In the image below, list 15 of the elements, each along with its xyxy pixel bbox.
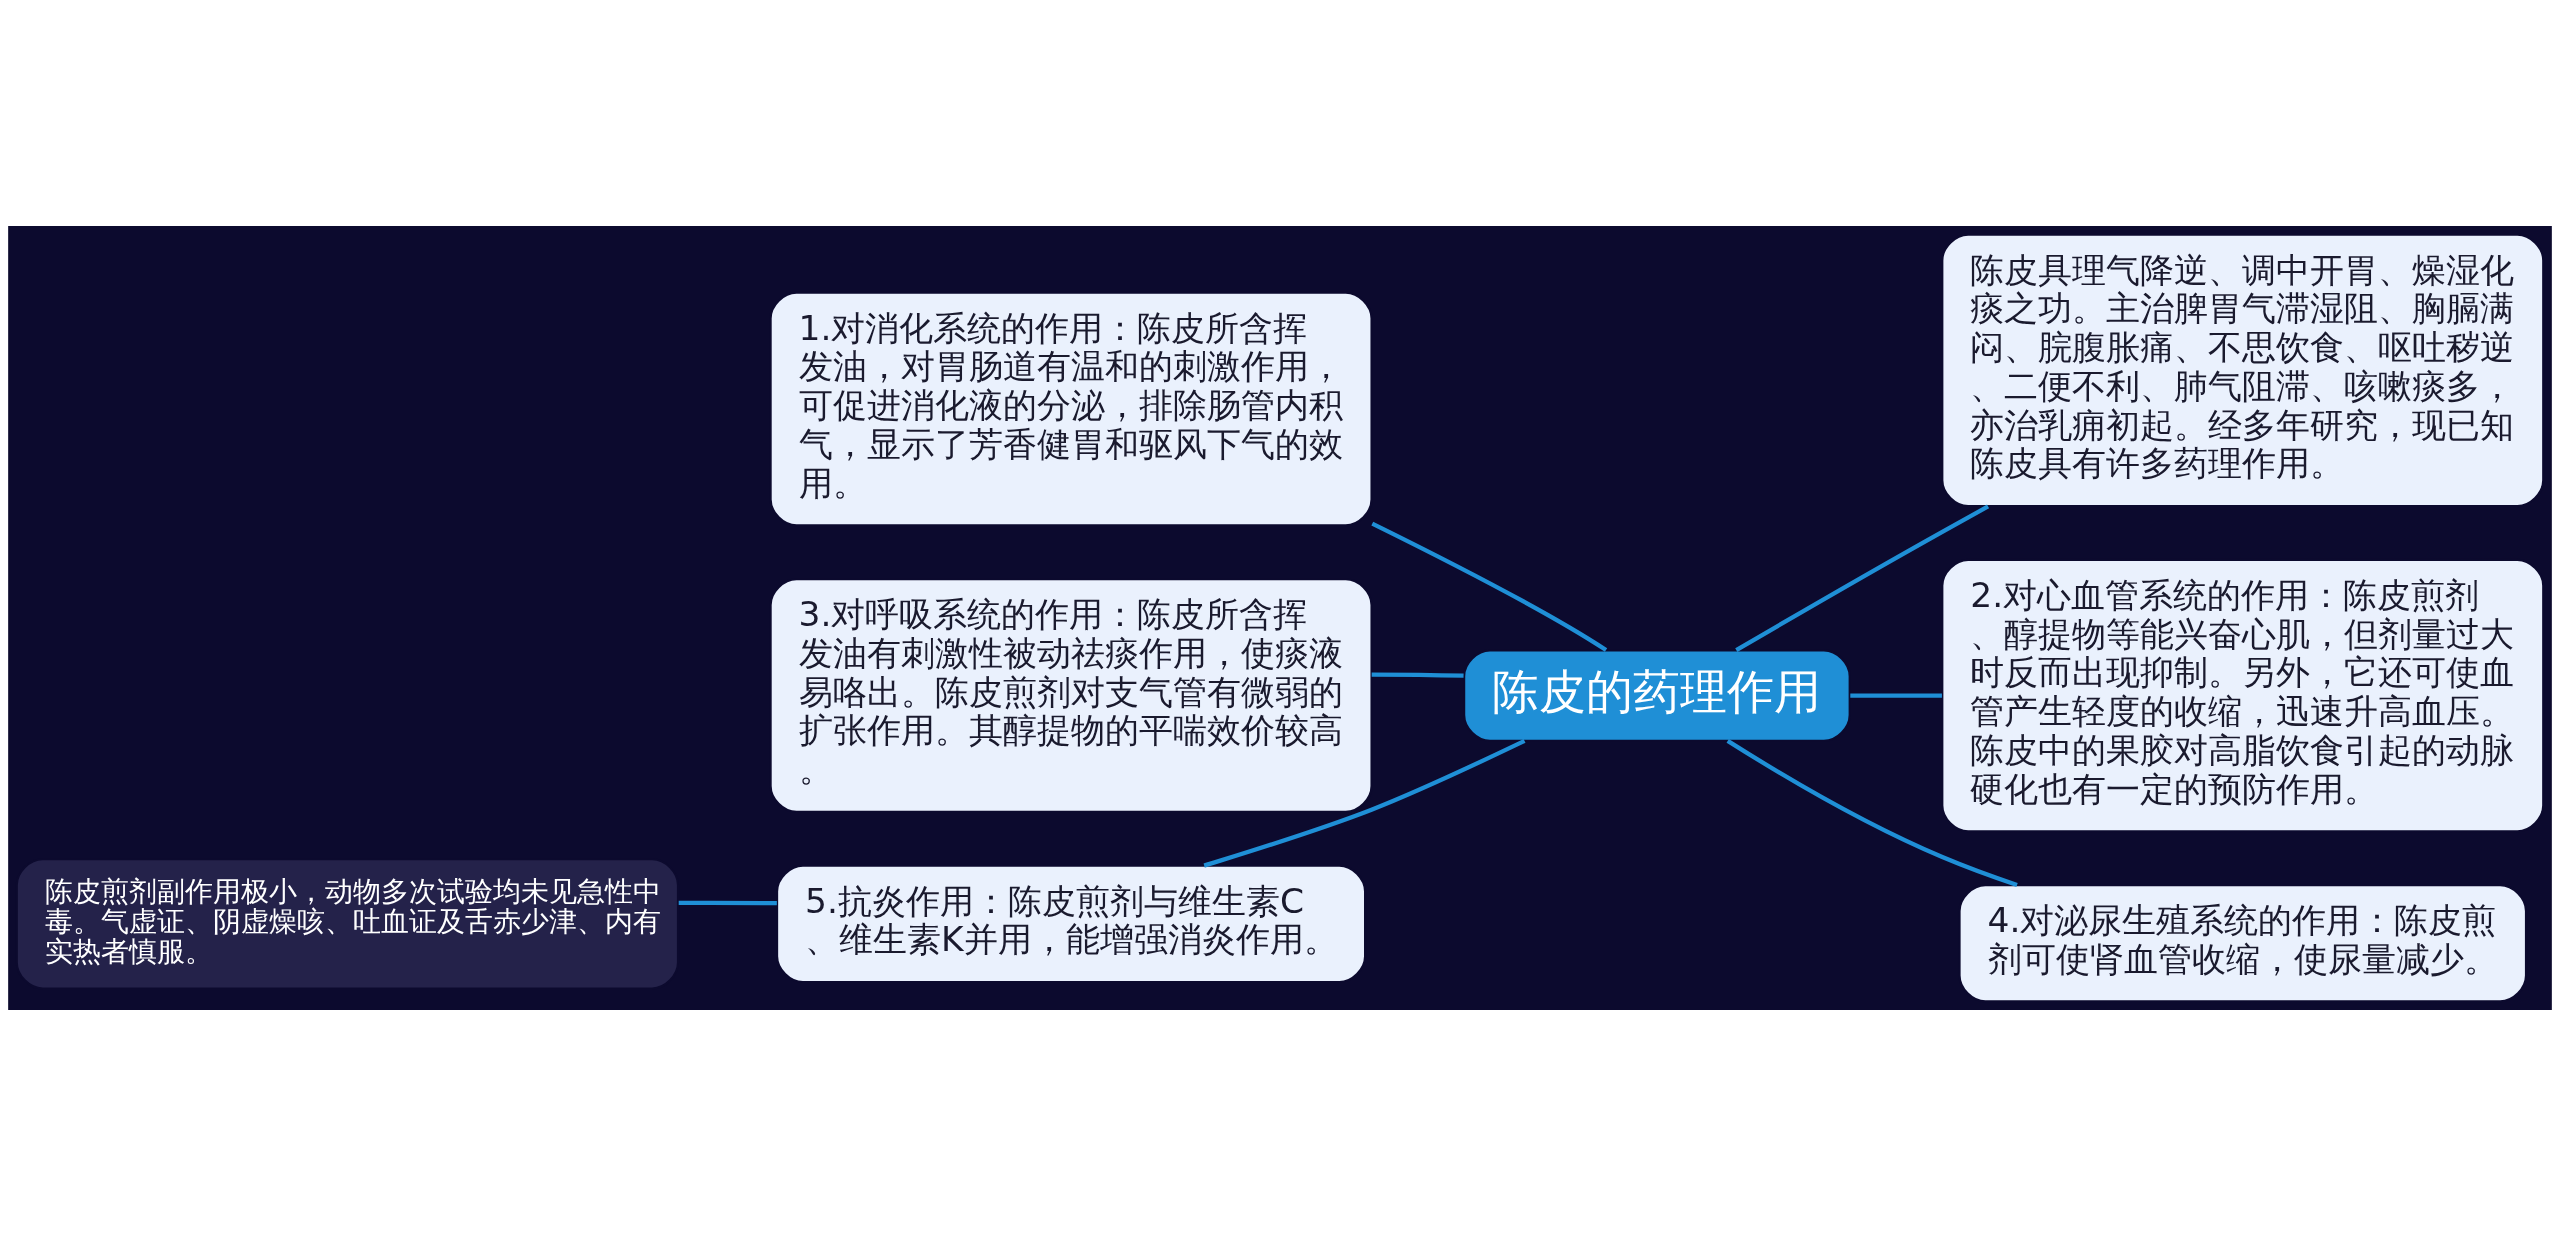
connector <box>1850 693 1942 698</box>
connector <box>1203 738 1526 868</box>
connector <box>1371 672 1464 678</box>
connector <box>1371 521 1608 652</box>
connector <box>678 900 777 906</box>
node-box: 1.对消化系统的作用：陈皮所含挥发油，对胃肠道有温和的刺激作用，可促进消化液的分泌，排除肠管内积气，显示了芳香健胃和驱风下气的效用。 <box>769 291 1373 527</box>
node-box: 3.对呼吸系统的作用：陈皮所含挥发油有刺激性被动祛痰作用，使痰液易咯出。陈皮煎剂对支气管有微弱的扩张作用。其醇提物的平喘效价较高。 <box>769 578 1373 813</box>
node-box: 陈皮的药理作用 <box>1463 649 1851 742</box>
connector <box>1726 739 2018 887</box>
node-box: 5.抗炎作用：陈皮煎剂与维生素C、维生素K并用，能增强消炎作用。 <box>776 864 1367 984</box>
node-box: 陈皮煎剂副作用极小，动物多次试验均未见急性中毒。气虚证、阴虚燥咳、吐血证及舌赤少津、内有实热者慎服。 <box>15 858 680 990</box>
node-box: 4.对泌尿生殖系统的作用：陈皮煎剂可使肾血管收缩，使尿量减少。 <box>1958 884 2528 1003</box>
node-box: 陈皮具理气降逆、调中开胃、燥湿化痰之功。主治脾胃气滞湿阻、胸膈满闷、脘腹胀痛、不思饮食、呕吐秽逆、二便不利、肺气阻滞、咳嗽痰多，亦治乳痈初起。经多年研究，现已知陈皮具有许多药理作用。 <box>1941 233 2545 508</box>
node-box: 2.对心血管系统的作用：陈皮煎剂、醇提物等能兴奋心肌，但剂量过大时反而出现抑制。另外，它还可使血管产生轻度的收缩，迅速升高血压。陈皮中的果胶对高脂饮食引起的动脉硬化也有一定的预防作用。 <box>1941 558 2545 833</box>
connector <box>1735 504 1990 652</box>
